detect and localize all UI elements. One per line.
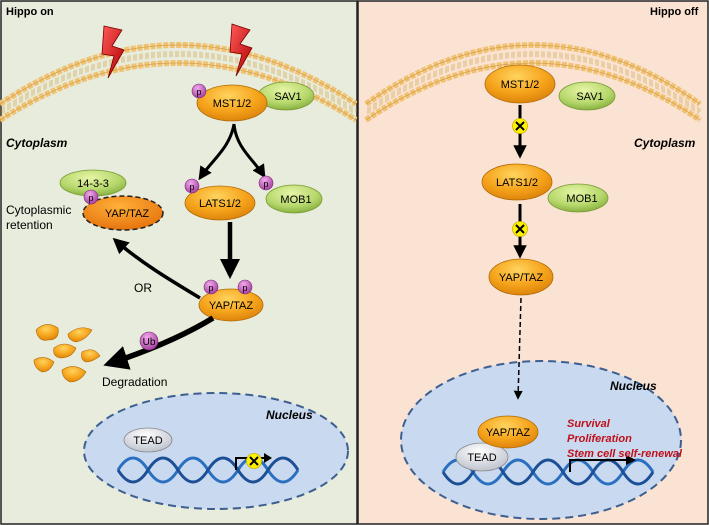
arrow-yap-nuclear-translocation: [513, 297, 523, 400]
nucleus-label: Nucleus: [266, 408, 313, 422]
ubiquitin-label: Ub: [143, 337, 156, 348]
yap-taz-label: YAP/TAZ: [209, 300, 253, 312]
cell-membrane-left: [0, 42, 358, 123]
nucleus-label: Nucleus: [610, 379, 657, 393]
lats-label: LATS1/2: [199, 198, 241, 210]
yap-taz-nuclear-label: YAP/TAZ: [486, 427, 530, 439]
blocked-transcription-icon: [246, 453, 262, 469]
lats-label: LATS1/2: [496, 177, 538, 189]
outcome-survival: Survival: [567, 418, 611, 430]
phospho-marker: [237, 279, 253, 295]
mob1-label: MOB1: [280, 194, 311, 206]
phospho-label: p: [189, 182, 194, 192]
promoter-arrowhead-icon: [626, 455, 636, 465]
panel-title: Hippo on: [6, 6, 54, 18]
panel-title: Hippo off: [650, 6, 699, 18]
mst-label: MST1/2: [213, 98, 252, 110]
nucleus-left: [83, 392, 349, 510]
yap-taz-nuclear-protein: [477, 415, 539, 449]
yap-taz-label: YAP/TAZ: [499, 272, 543, 284]
inhibited-step-icon: [512, 221, 528, 237]
phospho-label: p: [88, 193, 93, 203]
left-panel: Hippo on Cytoplasm SAV1 MST1/2 p MOB1 LA…: [0, 0, 358, 525]
mob1-label: MOB1: [566, 193, 597, 205]
sav1-protein: [558, 81, 616, 111]
promoter-arrowhead-icon: [264, 453, 272, 463]
yap-taz-retained-protein: [82, 195, 164, 231]
tead-protein: [123, 427, 173, 453]
phospho-marker: [83, 189, 99, 205]
phospho-marker: [191, 83, 207, 99]
yap-taz-protein: [488, 258, 554, 296]
sav1-label: SAV1: [576, 91, 603, 103]
yap-taz-retained-label: YAP/TAZ: [105, 208, 149, 220]
right-panel: Hippo off Cytoplasm SAV1 MST1/2 MOB1 LAT…: [357, 0, 709, 525]
phospho-label: p: [242, 283, 247, 293]
cytoplasm-label: Cytoplasm: [634, 136, 696, 150]
stress-signal-bolt-icon: [101, 25, 125, 79]
sav1-label: SAV1: [274, 91, 301, 103]
promoter-arrow-icon: [569, 459, 628, 472]
mst-protein: [484, 64, 556, 104]
arrow-yap-to-degradation: [103, 315, 215, 370]
14-3-3-label: 14-3-3: [77, 178, 109, 190]
stress-signal-bolt-icon: [229, 23, 253, 77]
phospho-label: p: [208, 283, 213, 293]
outcome-stem-cell-self-renewal: Stem cell self-renewal: [567, 448, 683, 460]
mst-protein: [196, 84, 268, 122]
cell-membrane-right: [364, 42, 702, 123]
tead-label: TEAD: [133, 435, 162, 447]
lats-protein: [481, 163, 553, 201]
degraded-fragments-icon: [33, 324, 101, 383]
inhibited-step-icon: [512, 118, 528, 134]
dna-helix: [116, 456, 300, 484]
outcome-proliferation: Proliferation: [567, 433, 632, 445]
tead-label: TEAD: [467, 452, 496, 464]
arrow-mst-to-lats: [198, 123, 236, 181]
nucleus-right: [400, 360, 682, 520]
phospho-marker: [184, 178, 200, 194]
lats-protein: [184, 185, 256, 221]
arrow-mst-to-mob1: [232, 123, 266, 179]
retention-label: retention: [6, 218, 53, 232]
phospho-label: p: [263, 179, 268, 189]
phospho-marker: [203, 279, 219, 295]
retention-label: Cytoplasmic: [6, 203, 71, 217]
phospho-label: p: [196, 87, 201, 97]
tead-protein: [455, 442, 509, 472]
mst-label: MST1/2: [501, 79, 540, 91]
cytoplasm-label: Cytoplasm: [6, 136, 68, 150]
arrow-yap-to-retention: [112, 237, 201, 300]
mob1-protein: [547, 183, 609, 213]
yap-taz-phosphorylated-protein: [198, 288, 264, 322]
or-label: OR: [134, 281, 152, 295]
mob1-protein: [265, 184, 323, 214]
degradation-label: Degradation: [102, 375, 167, 389]
ubiquitin-marker: [139, 331, 159, 351]
phospho-marker: [258, 175, 274, 191]
